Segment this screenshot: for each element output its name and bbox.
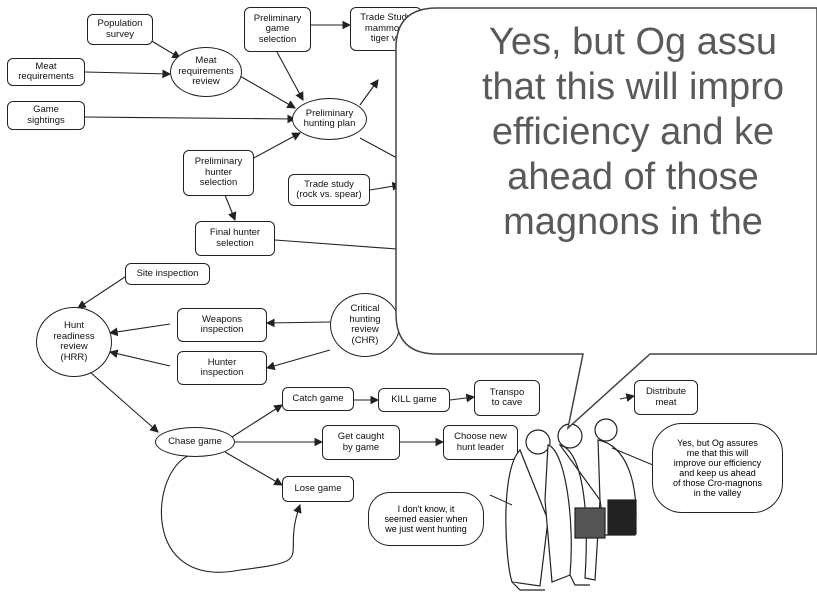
preliminary-hunter-selection-node: Preliminary hunter selection [183, 150, 254, 196]
site-inspection-node: Site inspection [125, 263, 210, 285]
chase-game-node: Chase game [155, 427, 235, 457]
hunter-inspection-node: Hunter inspection [177, 351, 267, 385]
game-sightings-node: Game sightings [7, 101, 85, 130]
population-survey-node: Population survey [87, 14, 153, 45]
right-speech-bubble: Yes, but Og assures me that this will im… [652, 423, 783, 513]
preliminary-hunting-plan-node: Preliminary hunting plan [292, 98, 367, 140]
meat-requirements-node: Meat requirements [7, 58, 85, 86]
get-caught-by-game-node: Get caught by game [322, 425, 400, 460]
preliminary-game-selection-node: Preliminary game selection [244, 7, 311, 52]
catch-game-node: Catch game [282, 387, 354, 411]
trade-study-rock-spear-node: Trade study (rock vs. spear) [288, 174, 370, 206]
lose-game-node: Lose game [282, 476, 354, 502]
left-speech-bubble: I don't know, it seemed easier when we j… [368, 492, 484, 546]
choose-new-hunt-leader-node: Choose new hunt leader [443, 425, 518, 460]
weapons-inspection-node: Weapons inspection [177, 308, 267, 342]
hunt-readiness-review-node: Hunt readiness review (HRR) [36, 307, 112, 377]
distribute-meat-node: Distribute meat [634, 380, 698, 415]
final-hunter-selection-node: Final hunter selection [195, 221, 275, 256]
callout-text: Yes, but Og assu that this will impro ef… [482, 21, 784, 243]
transport-to-cave-node: Transpo to cave [474, 380, 540, 416]
kill-game-node: KILL game [378, 388, 450, 412]
meat-requirements-review-node: Meat requirements review [170, 47, 242, 97]
